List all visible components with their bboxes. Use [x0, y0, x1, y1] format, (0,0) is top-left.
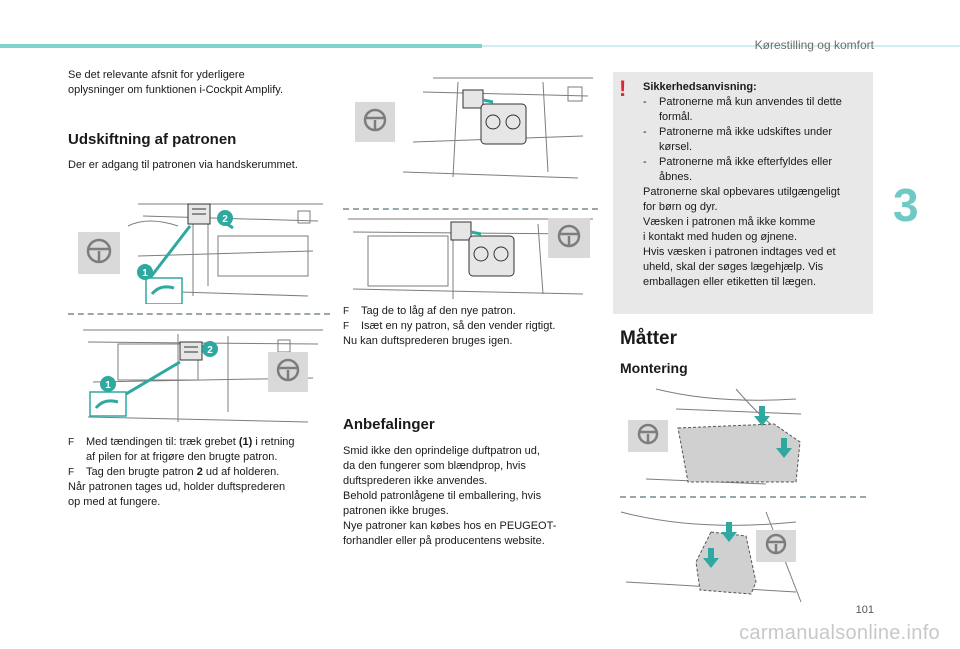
heading-mats: Måtter: [620, 328, 678, 349]
heading-replace-cartridge: Udskiftning af patronen: [68, 131, 237, 148]
steering-wheel-icon: [355, 102, 395, 142]
callout-1: 1: [142, 268, 148, 279]
glovebox-illustration-1: 1 2: [78, 203, 323, 304]
cartridge-holder-icon: [187, 203, 211, 225]
floor-mat-illustration-2: [620, 511, 802, 603]
steering-wheel-icon: [756, 530, 796, 562]
heading-mounting: Montering: [620, 360, 688, 376]
separator: [343, 208, 598, 210]
section-title: Kørestilling og komfort: [754, 38, 874, 52]
cartridge-illustration-2: [348, 218, 593, 299]
callout-2: 2: [207, 345, 213, 356]
glovebox-illustration-2: 1 2: [83, 329, 323, 423]
lever-illustration: [89, 391, 127, 417]
header-accent-bar: [0, 44, 482, 48]
warning-title: Sikkerhedsanvisning:: [643, 81, 757, 93]
page-number: 101: [855, 604, 874, 616]
cartridge-icon: [450, 221, 515, 277]
steering-wheel-icon: [268, 352, 308, 392]
steering-wheel-icon: [628, 420, 668, 452]
floor-mat-illustration-1: [628, 388, 802, 485]
watermark: carmanualsonline.info: [739, 622, 940, 644]
warning-icon: !: [619, 76, 627, 101]
clip-arrow-icon: [754, 406, 792, 458]
separator: [620, 496, 866, 498]
cartridge-holder-icon: [179, 341, 203, 361]
header-rule: [482, 45, 960, 47]
steering-wheel-icon: [548, 218, 590, 258]
callout-2: 2: [222, 214, 228, 225]
steering-wheel-icon: [78, 232, 120, 274]
clip-arrow-icon: [703, 522, 737, 568]
safety-warning-box: ! Sikkerhedsanvisning: -Patronerne må ku…: [613, 72, 873, 314]
recommendations-text: Smid ikke den oprindelige duftpatron ud,…: [343, 445, 557, 547]
intro-text: Se det relevante afsnit for yderligere o…: [68, 69, 284, 96]
cartridge-illustration-1: [355, 77, 593, 179]
access-text: Der er adgang til patronen via handskeru…: [68, 159, 298, 171]
lever-illustration: [145, 277, 183, 304]
separator: [68, 313, 330, 315]
chapter-number: 3: [893, 179, 919, 231]
cartridge-icon: [462, 89, 527, 145]
heading-recommendations: Anbefalinger: [343, 416, 435, 433]
callout-1: 1: [105, 380, 111, 391]
